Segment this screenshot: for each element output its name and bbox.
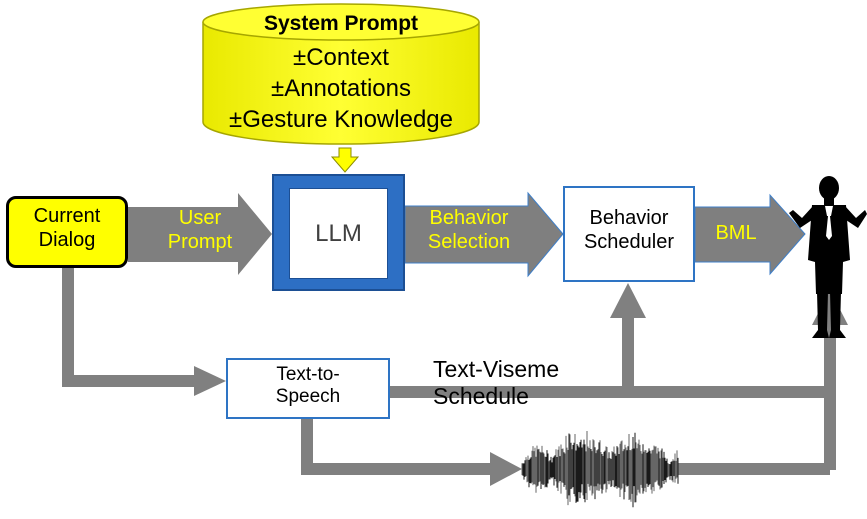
audio-waveform-icon xyxy=(521,431,679,508)
current-dialog-line2: Dialog xyxy=(38,228,96,251)
system-prompt-annotations: ±Annotations xyxy=(271,75,411,102)
behavior-selection-line2: Selection xyxy=(427,230,511,253)
current-dialog-label: Current Dialog xyxy=(6,205,128,252)
system-prompt-arrow xyxy=(330,147,360,173)
text-viseme-schedule-label: Text-Viseme Schedule xyxy=(433,356,559,410)
text-to-speech-box xyxy=(226,358,390,419)
behavior-scheduler-box xyxy=(563,186,695,282)
system-prompt-cylinder xyxy=(202,3,480,145)
human-figure-icon xyxy=(789,176,867,338)
user-prompt-label: User Prompt xyxy=(140,207,260,254)
llm-label: LLM xyxy=(315,220,362,247)
behavior-selection-arrow xyxy=(404,191,564,278)
connector-lines xyxy=(62,268,836,475)
user-prompt-line1: User xyxy=(178,207,222,229)
llm-box xyxy=(289,188,388,279)
user-prompt-arrow xyxy=(128,193,272,275)
tts-input-arrowhead xyxy=(194,366,226,396)
current-dialog-line1: Current xyxy=(33,205,101,227)
system-prompt-gesture-knowledge: ±Gesture Knowledge xyxy=(229,106,453,133)
text-to-speech-line2: Speech xyxy=(275,386,341,408)
text-viseme-line1: Text-Viseme xyxy=(433,356,560,382)
scheduler-input-arrowhead xyxy=(610,283,646,318)
current-dialog-box xyxy=(6,196,128,268)
text-to-speech-line1: Text-to- xyxy=(276,364,340,385)
behavior-scheduler-line1: Behavior xyxy=(589,207,669,229)
system-prompt-title: System Prompt xyxy=(263,12,419,35)
text-to-speech-label: Text-to- Speech xyxy=(226,364,390,409)
behavior-scheduler-line2: Scheduler xyxy=(583,230,675,253)
bml-label: BML xyxy=(715,222,757,244)
bml-arrow xyxy=(694,193,806,276)
text-viseme-line2: Schedule xyxy=(433,383,529,410)
user-prompt-line2: Prompt xyxy=(167,230,233,253)
behavior-selection-label: Behavior Selection xyxy=(410,207,528,254)
behavior-scheduler-label: Behavior Scheduler xyxy=(563,207,695,254)
waveform-input-arrowhead xyxy=(490,452,522,486)
system-prompt-context: ±Context xyxy=(293,44,389,71)
behavior-selection-line1: Behavior xyxy=(429,207,509,229)
